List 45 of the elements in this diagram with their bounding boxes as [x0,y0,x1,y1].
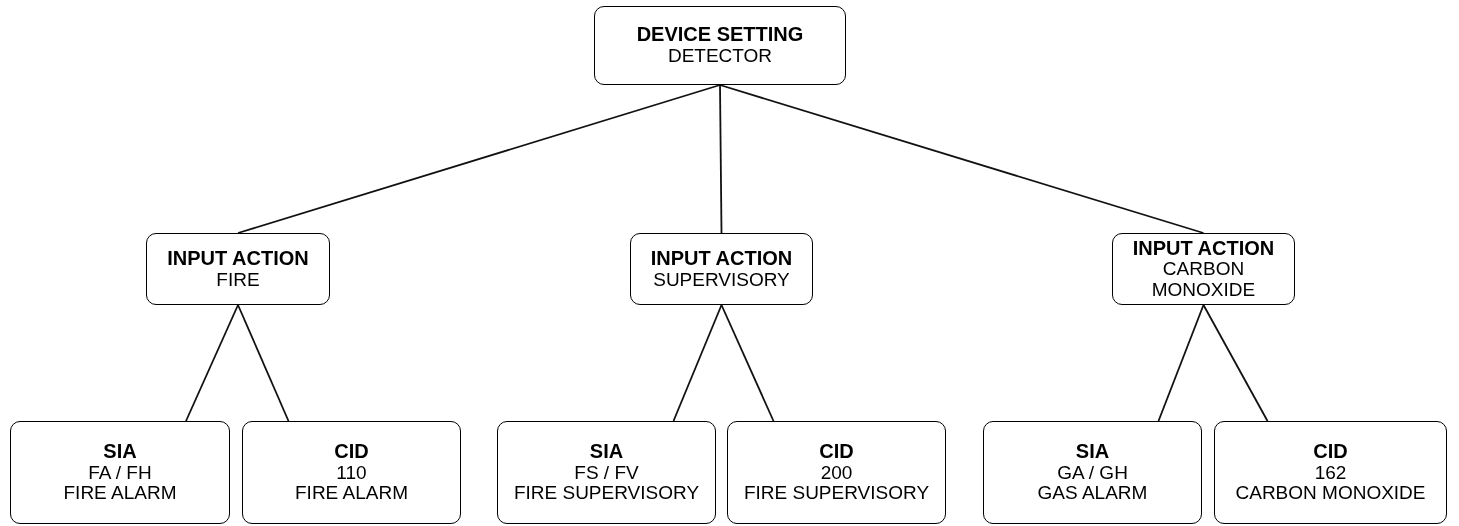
box-heading: CID [1313,441,1348,463]
code-box [497,421,716,524]
connector-line [672,304,723,422]
connector-line [237,84,721,234]
connector-line [719,84,723,234]
root-box [594,6,846,85]
connector-line [185,304,239,422]
code-box [1214,421,1447,524]
connector-line [1157,304,1205,422]
box-heading: CID [334,441,369,463]
box-text: FIRE SUPERVISORY [742,483,931,504]
connector-line [719,84,1205,234]
box-text: FIRE SUPERVISORY [512,483,701,504]
code-box [983,421,1202,524]
connector-line [237,304,290,422]
box-heading: INPUT ACTION [1132,237,1275,260]
box-text: DETECTOR [666,46,774,67]
connector-line [1202,304,1269,422]
code-box [10,421,230,524]
code-box [727,421,946,524]
box-text: FIRE ALARM [294,483,409,504]
box-text: 200 [819,462,854,484]
box-heading: SIA [589,441,624,463]
box-heading: CID [819,441,854,463]
connector-line [720,304,775,422]
box-text: CARBON MONOXIDE [1234,483,1427,504]
box-heading: INPUT ACTION [650,247,793,270]
box-heading: INPUT ACTION [167,247,309,270]
code-box [242,421,461,524]
box-text: FA / FH [87,462,153,484]
box-text: 162 [1313,462,1348,484]
box-heading: SIA [1075,441,1110,463]
category-box [146,233,330,305]
box-heading: DEVICE SETTING [636,24,804,47]
box-text: FS / FV [573,462,640,484]
category-box [1112,233,1295,305]
box-text: GAS ALARM [1036,483,1149,504]
box-text: FIRE ALARM [62,483,178,504]
box-heading: SIA [103,441,137,463]
box-text: GA / GH [1056,462,1129,484]
box-text: CARBON MONOXIDE [1150,259,1257,301]
category-box [630,233,813,305]
box-text: FIRE [215,269,261,291]
box-text: SUPERVISORY [652,269,791,291]
box-text: 110 [335,462,368,484]
